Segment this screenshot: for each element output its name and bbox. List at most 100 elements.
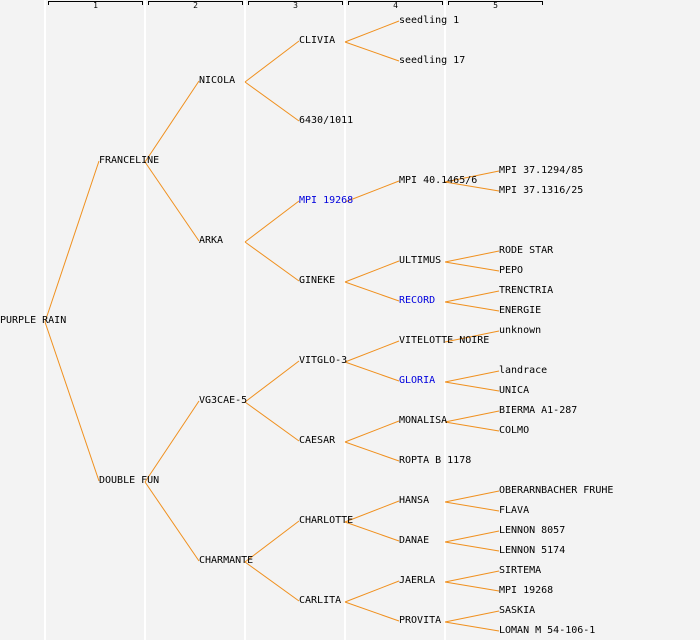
ancestor-node[interactable]: 6430/1011 [299,115,354,126]
parent-edge [444,250,500,263]
ancestor-node[interactable]: FRANCELINE [99,155,160,166]
parent-edge [444,501,500,512]
parent-edge [444,421,500,432]
ancestor-node[interactable]: GINEKE [299,275,336,286]
ancestor-node[interactable]: NICOLA [199,75,236,86]
ancestor-node[interactable]: MPI 40.1465/6 [399,175,478,186]
parent-edge [444,530,500,543]
column-separator [144,0,146,640]
ancestor-node[interactable]: ENERGIE [499,305,542,316]
parent-edge [444,541,500,552]
generation-number: 2 [193,1,198,10]
parent-edge [444,261,500,272]
column-separator [44,0,46,640]
ancestor-node[interactable]: ROPTA B 1178 [399,455,472,466]
ancestor-node[interactable]: seedling 17 [399,55,466,66]
ancestor-node[interactable]: BIERMA A1-287 [499,405,578,416]
parent-edge [344,361,400,382]
parent-edge [344,441,400,462]
generation-number: 1 [93,1,98,10]
ancestor-node[interactable]: LENNON 8057 [499,525,566,536]
parent-edge [344,601,400,622]
ancestor-node[interactable]: VITELOTTE NOIRE [399,335,490,346]
ancestor-node[interactable]: DOUBLE FUN [99,475,160,486]
ancestor-node[interactable]: RODE STAR [499,245,554,256]
parent-edge [444,410,500,423]
ancestor-node[interactable]: JAERLA [399,575,436,586]
generation-header: 4 [348,0,443,12]
ancestor-node[interactable]: MPI 37.1316/25 [499,185,584,196]
ancestor-node[interactable]: SIRTEMA [499,565,542,576]
parent-edge [44,160,100,323]
ancestor-node[interactable]: OBERARNBACHER FRUHE [499,485,614,496]
ancestor-node[interactable]: seedling 1 [399,15,460,26]
parent-edge [444,181,500,192]
ancestor-node[interactable]: MPI 37.1294/85 [499,165,584,176]
column-separator [244,0,246,640]
parent-edge [244,40,300,83]
column-separator [444,0,446,640]
ancestor-node[interactable]: PEPO [499,265,524,276]
ancestor-node[interactable]: CAESAR [299,435,336,446]
parent-edge [244,360,300,403]
parent-edge [344,180,400,203]
parent-edge [444,570,500,583]
parent-edge [244,401,300,442]
parent-edge [344,41,400,62]
column-separator [344,0,346,640]
root-variety[interactable]: PURPLE RAIN [0,315,67,326]
parent-edge [344,20,400,43]
parent-edge [244,241,300,282]
ancestor-node[interactable]: RECORD [399,295,436,306]
ancestor-node[interactable]: VITGLO-3 [299,355,348,366]
parent-edge [144,161,200,242]
ancestor-node[interactable]: MPI 19268 [299,195,354,206]
ancestor-node[interactable]: ULTIMUS [399,255,442,266]
parent-edge [144,481,200,562]
parent-edge [244,81,300,122]
generation-header: 5 [448,0,543,12]
parent-edge [444,330,500,343]
ancestor-node[interactable]: CHARMANTE [199,555,254,566]
ancestor-node[interactable]: CHARLOTTE [299,515,354,526]
ancestor-node[interactable]: UNICA [499,385,530,396]
ancestor-node[interactable]: LOMAN M 54-106-1 [499,625,596,636]
ancestor-node[interactable]: landrace [499,365,548,376]
generation-number: 4 [393,1,398,10]
ancestor-node[interactable]: CARLITA [299,595,342,606]
ancestor-node[interactable]: DANAE [399,535,430,546]
ancestor-node[interactable]: VG3CAE-5 [199,395,248,406]
ancestor-node[interactable]: PROVITA [399,615,442,626]
parent-edge [344,500,400,523]
ancestor-node[interactable]: COLMO [499,425,530,436]
parent-edge [444,290,500,303]
parent-edge [444,301,500,312]
ancestor-node[interactable]: LENNON 5174 [499,545,566,556]
generation-header: 1 [48,0,143,12]
ancestor-node[interactable]: ARKA [199,235,224,246]
ancestor-node[interactable]: TRENCTRIA [499,285,554,296]
parent-edge [444,370,500,383]
parent-edge [444,621,500,632]
ancestor-node[interactable]: MPI 19268 [499,585,554,596]
ancestor-node[interactable]: CLIVIA [299,35,336,46]
ancestor-node[interactable]: MONALISA [399,415,448,426]
parent-edge [444,381,500,392]
parent-edge [444,610,500,623]
parent-edge [144,400,200,483]
parent-edge [344,420,400,443]
parent-edge [344,260,400,283]
ancestor-node[interactable]: unknown [499,325,542,336]
parent-edge [144,80,200,163]
ancestor-node[interactable]: HANSA [399,495,430,506]
ancestor-node[interactable]: SASKIA [499,605,536,616]
generation-number: 5 [493,1,498,10]
ancestor-node[interactable]: FLAVA [499,505,530,516]
generation-number: 3 [293,1,298,10]
ancestor-node[interactable]: GLORIA [399,375,436,386]
parent-edge [244,520,300,563]
parent-edge [444,581,500,592]
parent-edge [344,521,400,542]
